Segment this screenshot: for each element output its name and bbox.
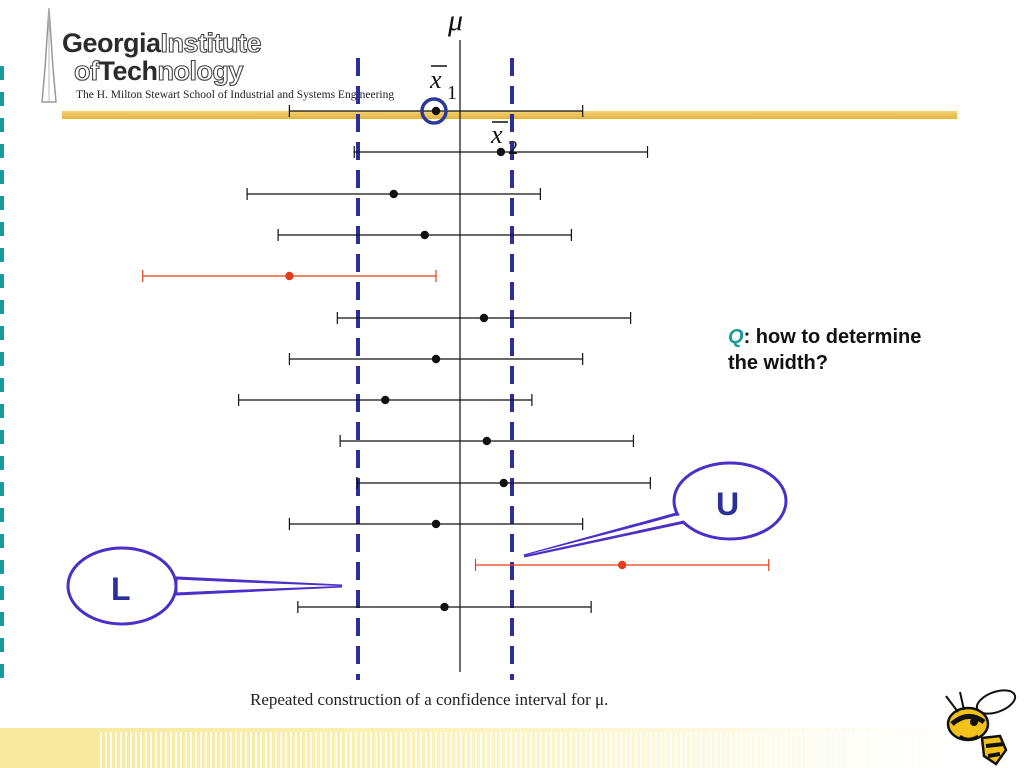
left-dashed-border: [0, 66, 4, 680]
logo-georgia: Georgia: [62, 28, 161, 58]
sample-mean-point: [496, 147, 506, 157]
school-name: The H. Milton Stewart School of Industri…: [76, 89, 395, 101]
sample-mean-point: [381, 395, 390, 405]
sample-mean-point: [431, 106, 441, 116]
sample-mean-point: [482, 436, 491, 446]
mu-label: μ: [447, 4, 463, 37]
footer-stripes: [100, 732, 920, 768]
sample-mean-point: [499, 478, 508, 488]
footer-solid-block: [0, 728, 100, 768]
x2-label: x: [490, 120, 503, 149]
tech-tower-icon: [41, 8, 57, 103]
diagram-caption: Repeated construction of a confidence in…: [250, 690, 609, 709]
sample-mean-point: [420, 230, 429, 240]
sample-mean-point: [431, 354, 441, 364]
sample-mean-point: [431, 519, 441, 529]
logo-nology: nology: [157, 56, 244, 86]
x1-label: x: [429, 65, 442, 94]
upper-callout: U: [523, 461, 788, 558]
question-q: Q: [728, 326, 744, 348]
georgia-tech-logo: GeorgiaInstitute ofTechnology: [62, 28, 262, 86]
lower-callout: L: [66, 546, 343, 626]
logo-of: of: [73, 56, 99, 86]
sample-mean-point: [479, 313, 489, 323]
gold-header-bar: [62, 111, 957, 119]
upper-label: U: [716, 486, 739, 522]
question-text: : how to determine the width?: [728, 326, 922, 374]
x1-subscript: 1: [447, 82, 457, 104]
sample-mean-point: [440, 602, 449, 612]
yellow-jacket-mascot-icon: [945, 689, 1017, 766]
x1-highlight-ring: [420, 97, 448, 125]
logo-institute: Institute: [160, 28, 262, 58]
sample-mean-point: [285, 271, 294, 281]
x2-subscript: 2: [508, 137, 518, 159]
sample-mean-point: [617, 560, 627, 570]
lower-label: L: [111, 571, 131, 607]
width-question: Q: how to determine the width?: [728, 324, 928, 376]
logo-tech: Tech: [98, 56, 158, 86]
sample-mean-point: [389, 189, 398, 199]
